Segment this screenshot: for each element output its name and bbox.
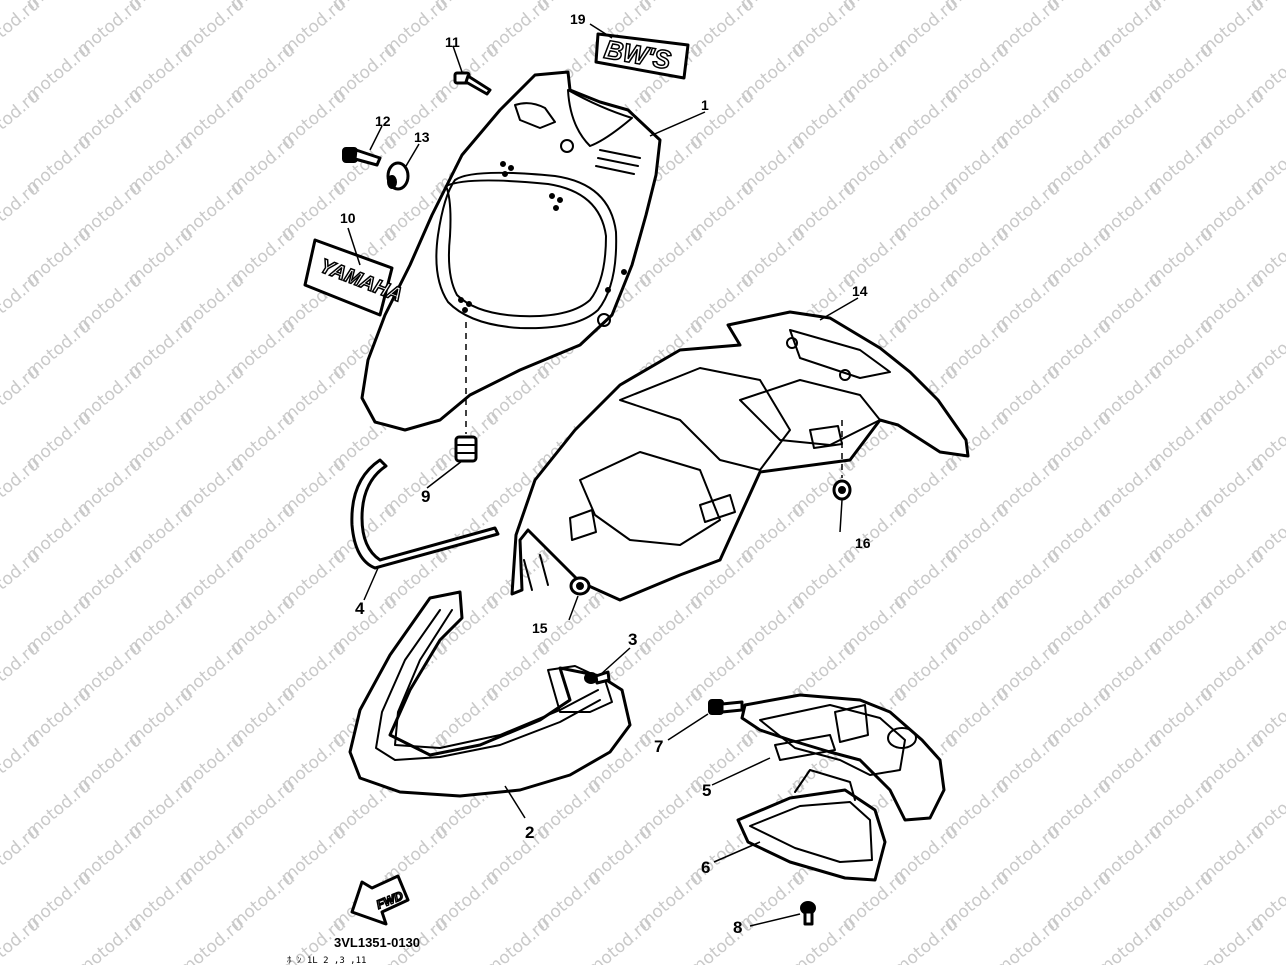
inner-panel[interactable]: [510, 310, 970, 602]
watermark-text: motod.ru: [0, 0, 44, 60]
grommet-9[interactable]: [454, 435, 478, 463]
callout-15: 15: [532, 620, 548, 636]
watermark-text: motod.ru: [0, 822, 44, 887]
watermark-text: motod.ru: [0, 730, 44, 795]
callout-12: 12: [375, 113, 391, 129]
watermark-text: motod.ru: [0, 270, 44, 335]
watermark-text: motod.ru: [1093, 914, 1166, 965]
part-subcode: ﾎ ﾝ 1L 2 ,3 ,11: [287, 955, 366, 965]
collar-13[interactable]: [386, 161, 410, 191]
callout-1: 1: [701, 97, 709, 113]
callouts: 1 2 3 4 5 6 7 8 9 10 11 12 13 14 15 16 1…: [340, 11, 871, 937]
watermark-text: motod.ru: [1195, 914, 1268, 965]
watermark-text: motod.ru: [481, 914, 554, 965]
watermark-text: motod.ru: [685, 914, 758, 965]
bws-emblem-text: BW'S: [602, 34, 674, 75]
watermark-text: motod.ru: [583, 914, 656, 965]
under-cover[interactable]: [348, 590, 632, 798]
watermark-text: motod.ru: [73, 914, 146, 965]
part-code: 3VL1351-0130: [334, 935, 420, 950]
screw-11[interactable]: [453, 71, 492, 96]
callout-16: 16: [855, 535, 871, 551]
bws-emblem[interactable]: BW'S: [594, 32, 690, 80]
rubber-strip[interactable]: [350, 458, 500, 570]
callout-7: 7: [654, 737, 663, 756]
watermark-text: motod.ru: [0, 638, 44, 703]
inner-panel-5[interactable]: [740, 693, 946, 822]
watermark-text: motod.ru: [0, 178, 44, 243]
bolt-7[interactable]: [708, 699, 744, 715]
grommet-15[interactable]: [569, 576, 591, 596]
watermark-text: motod.ru: [0, 362, 44, 427]
callout-4: 4: [355, 599, 365, 618]
front-cowl[interactable]: [360, 70, 662, 432]
watermark-text: motod.ru: [889, 914, 962, 965]
watermark-text: motod.ru: [175, 914, 248, 965]
watermark-text: motod.ru: [787, 914, 860, 965]
callout-2: 2: [525, 823, 534, 842]
callout-14: 14: [852, 283, 868, 299]
callout-10: 10: [340, 210, 356, 226]
callout-11: 11: [445, 34, 460, 50]
screw-8[interactable]: [800, 901, 816, 926]
watermark-text: motod.ru: [0, 454, 44, 519]
clip-16[interactable]: [832, 479, 852, 501]
callout-9: 9: [421, 487, 430, 506]
callout-6: 6: [701, 858, 710, 877]
bolt-12[interactable]: [342, 147, 382, 167]
watermark-text: motod.ru: [0, 914, 44, 965]
screw-3[interactable]: [584, 670, 611, 685]
watermark-text: motod.ru: [0, 86, 44, 151]
watermark-text: motod.ru: [0, 546, 44, 611]
leader-lines: [347, 23, 859, 927]
callout-13: 13: [414, 129, 430, 145]
lower-cover-6[interactable]: [736, 769, 887, 882]
callout-3: 3: [628, 630, 637, 649]
guide-lines: [465, 322, 843, 478]
watermark-text: motod.ru: [991, 914, 1064, 965]
callout-19: 19: [570, 11, 586, 27]
callout-8: 8: [733, 918, 742, 937]
callout-5: 5: [702, 781, 711, 800]
